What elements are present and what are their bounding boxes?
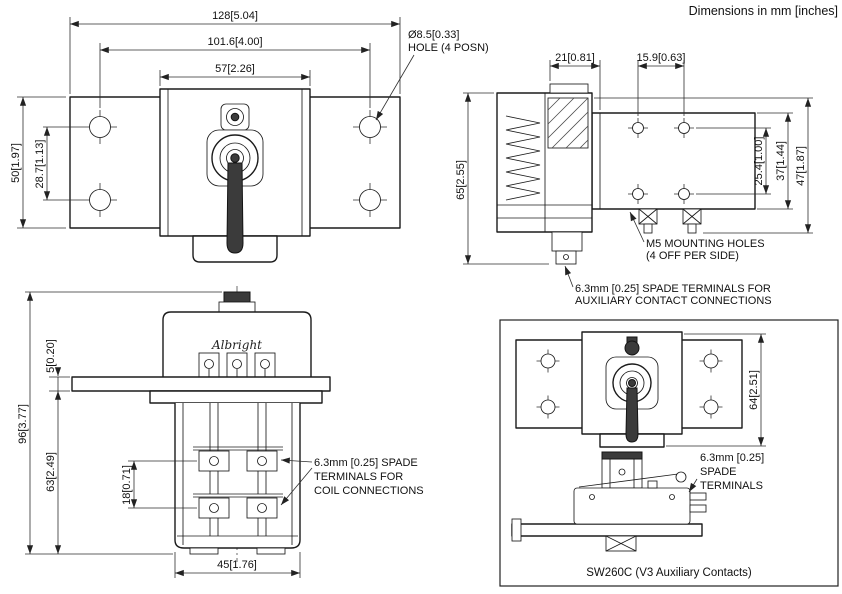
- dim-15-9: 15.9[0.63]: [637, 52, 686, 64]
- aux-spade-callout-line3: TERMINALS: [700, 480, 763, 492]
- aux-lever-pivot: [628, 379, 636, 387]
- aux-spade-callout-line2: AUXILIARY CONTACT CONNECTIONS: [575, 295, 772, 307]
- dim-64: 64[2.51]: [748, 370, 760, 410]
- dim-overall-height: 50[1.97]: [10, 143, 22, 183]
- bottom-view: Albright: [17, 286, 424, 578]
- bottom-foot: [189, 547, 219, 555]
- aux-lever: [625, 387, 639, 443]
- aux-plate-end: [511, 518, 522, 542]
- side-aux-terminal-bracket: [551, 231, 583, 265]
- aux-spade-callout-line2: SPADE: [700, 466, 736, 478]
- dim-hole-spacing-height: 28.7[1.13]: [34, 140, 46, 189]
- coil-spade-callout-line3: COIL CONNECTIONS: [314, 485, 424, 497]
- units-note: Dimensions in mm [inches]: [689, 4, 838, 18]
- front-mounting-hole: [353, 110, 387, 144]
- bottom-terminal-block: [198, 352, 220, 378]
- bottom-actuator-knob: [218, 291, 256, 313]
- dim-65: 65[2.55]: [455, 160, 467, 200]
- front-lever: [226, 162, 244, 254]
- bottom-coil-housing: [174, 403, 301, 549]
- bottom-mounting-plate: [71, 376, 331, 392]
- bottom-terminal-block: [254, 352, 276, 378]
- aux-plate-bar: [511, 523, 703, 537]
- coil-spade-callout-line2: TERMINALS FOR: [314, 471, 403, 483]
- front-view-part: [69, 88, 401, 263]
- front-mounting-hole: [353, 183, 387, 217]
- side-spade-terminal: [682, 208, 702, 234]
- front-view-dimensions: 128[5.04] 101.6[4.00] 57[2.26] Ø8.5[0.33…: [10, 10, 489, 229]
- side-view-part: [496, 83, 756, 265]
- aux-lever-arm: [578, 473, 679, 488]
- coil-terminal-rails: [193, 403, 283, 536]
- aux-top-knob: [624, 340, 640, 356]
- side-body: [496, 83, 593, 233]
- aux-spade-terminal: [689, 492, 707, 501]
- aux-mounting-hole: [536, 395, 560, 419]
- aux-actuator-bracket: [601, 451, 643, 489]
- aux-view-dimensions: 64[2.51] 6.3mm [0.25] SPADE TERMINALS: [666, 333, 766, 493]
- front-view: 128[5.04] 101.6[4.00] 57[2.26] Ø8.5[0.33…: [10, 10, 489, 263]
- side-mounting-plate: [591, 112, 756, 210]
- aux-spade-callout-line1: 6.3mm [0.25] SPADE TERMINALS FOR: [575, 283, 771, 295]
- dim-body-width: 57[2.26]: [215, 63, 255, 75]
- side-mounting-hole: [628, 118, 648, 138]
- bottom-view-dimensions: 96[3.77] 5[0.20] 63[2.49] 18[0.71] 45[1.…: [17, 291, 424, 578]
- side-view: 21[0.81] 15.9[0.63] 65[2.55] 25.4[1.00] …: [455, 52, 813, 307]
- coil-terminal: [198, 450, 230, 472]
- coil-terminal: [198, 497, 230, 519]
- dim-25-4: 25.4[1.00]: [753, 137, 765, 186]
- front-lever-pivot: [230, 153, 240, 163]
- dim-96: 96[3.77]: [17, 404, 29, 444]
- aux-front-view-part: [515, 331, 743, 448]
- coil-terminal: [246, 497, 278, 519]
- bottom-terminal-block: [226, 352, 248, 378]
- side-mounting-hole: [674, 118, 694, 138]
- side-mounting-hole: [674, 184, 694, 204]
- dim-37: 37[1.44]: [775, 141, 787, 181]
- hole-callout-line2: HOLE (4 POSN): [408, 42, 489, 54]
- aux-mounting-hole: [536, 349, 560, 373]
- dim-63: 63[2.49]: [45, 452, 57, 492]
- aux-lever-roller: [675, 471, 687, 483]
- dim-hole-spacing-width: 101.6[4.00]: [207, 36, 262, 48]
- albright-logo: Albright: [211, 338, 262, 352]
- front-top-terminal: [220, 103, 250, 131]
- dim-18: 18[0.71]: [121, 465, 133, 505]
- bottom-foot: [256, 547, 286, 555]
- side-view-dimensions: 21[0.81] 15.9[0.63] 65[2.55] 25.4[1.00] …: [455, 52, 813, 307]
- front-mounting-hole: [83, 110, 117, 144]
- aux-mounting-hole: [699, 349, 723, 373]
- coil-terminal: [246, 450, 278, 472]
- bottom-sub-plate: [149, 390, 323, 404]
- bottom-view-part: Albright: [71, 286, 331, 562]
- side-core: [547, 97, 589, 149]
- aux-mounting-hole: [699, 395, 723, 419]
- aux-view-caption: SW260C (V3 Auxiliary Contacts): [586, 567, 752, 579]
- aux-spade-callout-line1: 6.3mm [0.25]: [700, 452, 764, 464]
- dim-45: 45[1.76]: [217, 559, 257, 571]
- m5-callout-line1: M5 MOUNTING HOLES: [646, 238, 765, 250]
- aux-below-bracket: [605, 535, 637, 552]
- aux-microswitch-part: [511, 451, 707, 552]
- aux-spade-terminal: [689, 504, 707, 513]
- dim-5: 5[0.20]: [45, 339, 57, 373]
- hole-callout-line1: Ø8.5[0.33]: [408, 29, 459, 41]
- coil-spade-callout-line1: 6.3mm [0.25] SPADE: [314, 457, 418, 469]
- side-mounting-hole: [628, 184, 648, 204]
- m5-callout-line2: (4 OFF PER SIDE): [646, 250, 739, 262]
- side-spade-terminal: [638, 208, 658, 234]
- aux-view-border: [499, 319, 839, 587]
- aux-contacts-view: 64[2.51] 6.3mm [0.25] SPADE TERMINALS SW…: [499, 319, 839, 587]
- dim-overall-width: 128[5.04]: [212, 10, 258, 22]
- dim-47: 47[1.87]: [795, 146, 807, 186]
- front-mounting-hole: [83, 183, 117, 217]
- dim-21: 21[0.81]: [555, 52, 595, 64]
- side-coil-spring: [505, 115, 541, 201]
